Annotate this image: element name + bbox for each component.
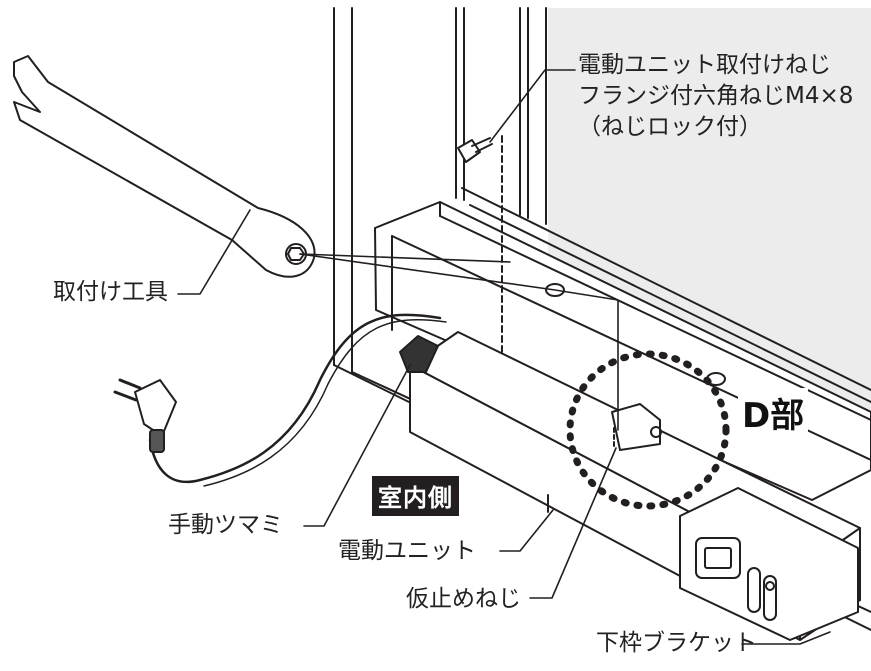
leader-lines — [177, 69, 831, 645]
detail-d-circle — [566, 350, 730, 510]
screw-label-line3: （ねじロック付） — [578, 114, 762, 141]
mounting-screw — [457, 135, 503, 357]
screw-label-line1: 電動ユニット取付けねじ — [578, 52, 831, 78]
control-panel — [679, 487, 859, 641]
installation-tool — [13, 55, 316, 278]
lower-bracket-label: 下枠ブラケット — [596, 630, 757, 656]
power-cable — [113, 313, 447, 487]
manual-knob-label: 手動ツマミ — [168, 512, 283, 538]
electric-unit-label: 電動ユニット — [338, 538, 476, 564]
temporary-screw — [611, 403, 662, 451]
screw-label: 電動ユニット取付けねじ フランジ付六角ねじM4×8 （ねじロック付） — [578, 50, 853, 143]
temporary-screw-label: 仮止めねじ — [406, 586, 521, 612]
indoor-side-badge: 室内側 — [372, 476, 459, 516]
manual-knob — [399, 335, 439, 373]
detail-d-label: D部 — [738, 388, 809, 437]
tool-label: 取付け工具 — [53, 279, 168, 305]
screw-label-line2: フランジ付六角ねじM4×8 — [578, 83, 854, 110]
